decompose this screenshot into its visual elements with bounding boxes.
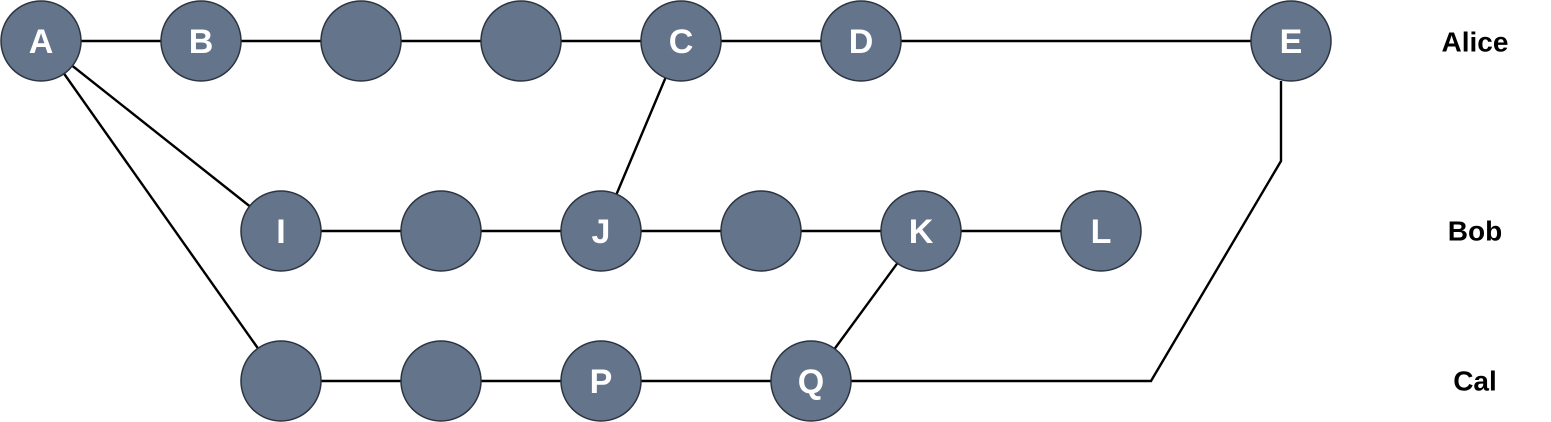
node-circle[interactable] (160, 0, 242, 82)
node-Q[interactable]: Q (770, 340, 852, 422)
node-circle[interactable] (640, 0, 722, 82)
node-label: K (909, 213, 934, 251)
lane-label-bob: Bob (1448, 216, 1502, 247)
node-circle[interactable] (480, 0, 562, 82)
node-circle[interactable] (400, 190, 482, 272)
node-I[interactable]: I (240, 190, 322, 272)
node-B[interactable]: B (160, 0, 242, 82)
node-label: L (1091, 213, 1112, 251)
node-label: D (849, 23, 874, 61)
node-C[interactable]: C (640, 0, 722, 82)
node-circle[interactable] (1250, 0, 1332, 82)
edge-Q-E (811, 81, 1283, 383)
nodes-layer: A B C D E I J K L P Q (0, 0, 1332, 422)
node-label: E (1280, 23, 1303, 61)
node-L[interactable]: L (1060, 190, 1142, 272)
node-label: A (29, 23, 54, 61)
node-label: I (276, 213, 285, 251)
node-n13[interactable] (240, 340, 322, 422)
node-circle[interactable] (880, 190, 962, 272)
node-n10[interactable] (720, 190, 802, 272)
node-label: B (189, 23, 214, 61)
node-A[interactable]: A (0, 0, 82, 82)
edge-A-I (40, 40, 282, 232)
node-circle[interactable] (720, 190, 802, 272)
node-circle[interactable] (320, 0, 402, 82)
node-circle[interactable] (1060, 190, 1142, 272)
node-n14[interactable] (400, 340, 482, 422)
node-circle[interactable] (560, 190, 642, 272)
node-label: J (592, 213, 611, 251)
node-label: Q (798, 363, 824, 401)
node-n4[interactable] (480, 0, 562, 82)
lane-label-alice: Alice (1442, 27, 1509, 58)
node-P[interactable]: P (560, 340, 642, 422)
node-circle[interactable] (560, 340, 642, 422)
lane-label-cal: Cal (1453, 366, 1497, 397)
node-n3[interactable] (320, 0, 402, 82)
node-label: P (590, 363, 613, 401)
edge-A-n13 (40, 40, 282, 382)
node-n8[interactable] (400, 190, 482, 272)
node-circle[interactable] (0, 0, 82, 82)
node-D[interactable]: D (820, 0, 902, 82)
node-circle[interactable] (400, 340, 482, 422)
lane-labels: Alice Bob Cal (1442, 27, 1509, 397)
node-circle[interactable] (240, 190, 322, 272)
node-K[interactable]: K (880, 190, 962, 272)
node-label: C (669, 23, 694, 61)
node-E[interactable]: E (1250, 0, 1332, 82)
node-circle[interactable] (240, 340, 322, 422)
node-circle[interactable] (770, 340, 852, 422)
node-J[interactable]: J (560, 190, 642, 272)
node-circle[interactable] (820, 0, 902, 82)
